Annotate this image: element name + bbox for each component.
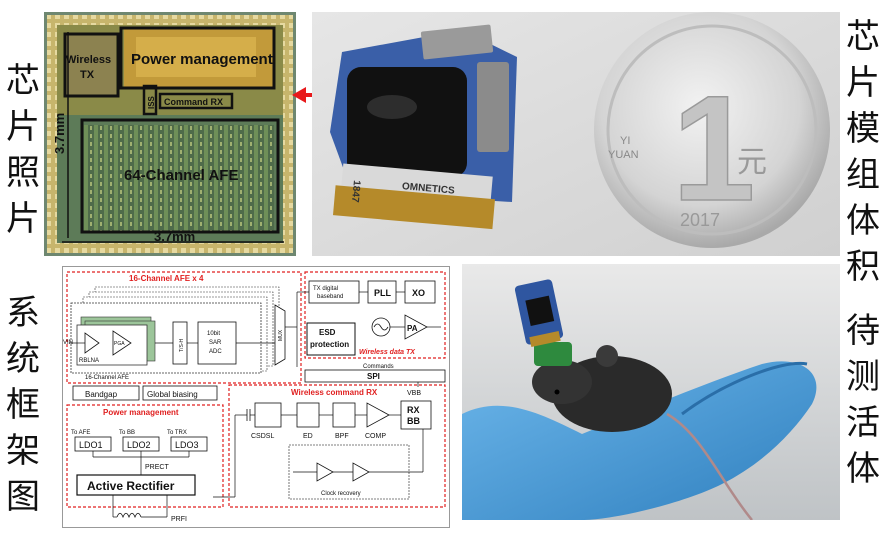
spi-label: SPI	[367, 372, 380, 381]
adc-label-2: SAR	[209, 340, 222, 346]
pll-label: PLL	[374, 288, 392, 298]
label-char: 积	[846, 247, 880, 287]
tx-baseband-label-2: baseband	[317, 294, 343, 300]
xo-label: XO	[412, 288, 425, 298]
label-char: 统	[6, 339, 40, 379]
rblna-label: RBLNA	[79, 358, 99, 364]
global-biasing-label: Global biasing	[147, 390, 198, 399]
adc-label-3: ADC	[209, 349, 222, 355]
module-coin-photo: OMNETICS 1847 1 元 YI YUAN 2017	[312, 12, 840, 256]
to-bb-label: To BB	[119, 430, 135, 436]
pa-label: PA	[407, 324, 418, 333]
gloved-hand	[462, 361, 817, 520]
pga-label: PGA	[114, 341, 125, 347]
chip-power-management-text: Power management	[131, 51, 273, 68]
adc-label-1: 10bit	[207, 331, 220, 337]
ldo3-label: LDO3	[175, 440, 199, 450]
live-test-label: 待 测 活 体	[846, 308, 880, 492]
chip-iss-text: ISS	[147, 95, 156, 109]
coin-value: 1	[672, 64, 755, 232]
chip-height-label: 3.7mm	[52, 113, 67, 154]
chip-command-rx-text: Command RX	[164, 97, 223, 107]
label-char: 片	[846, 63, 880, 103]
rxbb-label-2: BB	[407, 416, 420, 426]
label-char: 芯	[846, 17, 880, 57]
power-management-title: Power management	[103, 408, 179, 417]
wireless-tx-title: Wireless data TX	[359, 349, 416, 356]
system-arch-label: 系 统 框 架 图	[6, 290, 40, 520]
system-architecture-diagram: 16-Channel AFE x 4 16-Channel AFE RBLNA …	[62, 266, 450, 528]
vin-label: VIN	[63, 340, 73, 346]
esd-label-1: ESD	[319, 328, 336, 337]
prect-label: PRECT	[145, 464, 169, 471]
module-epoxy	[347, 67, 467, 177]
ed-label: ED	[303, 433, 313, 440]
label-char: 体	[846, 449, 880, 489]
connector-number: 1847	[349, 180, 362, 204]
connector-pins	[332, 163, 495, 230]
label-char: 图	[6, 477, 40, 517]
label-char: 活	[846, 403, 880, 443]
coin-year: 2017	[680, 210, 720, 230]
label-char: 片	[6, 107, 40, 147]
commands-label: Commands	[363, 364, 394, 370]
label-char: 照	[6, 153, 40, 193]
chip-afe-text: 64-Channel AFE	[124, 167, 238, 184]
ldo2-label: LDO2	[127, 440, 151, 450]
afe-region	[84, 125, 274, 233]
clock-recovery-label: Clock recovery	[321, 491, 361, 497]
label-char: 框	[6, 385, 40, 425]
vbb-label: VBB	[407, 390, 421, 397]
tsh-label: T/S-H	[179, 339, 185, 352]
label-char: 测	[846, 357, 880, 397]
chip-photo-label: 芯 片 照 片	[6, 58, 40, 242]
label-char: 片	[6, 199, 40, 239]
wireless-rx-title: Wireless command RX	[291, 388, 378, 397]
rxbb-label-1: RX	[407, 405, 420, 415]
live-test-photo	[462, 264, 840, 520]
bandgap-label: Bandgap	[85, 390, 118, 399]
headstage-wrap	[534, 342, 572, 366]
to-trx-label: To TRX	[167, 430, 187, 436]
label-char: 体	[846, 201, 880, 241]
label-char: 系	[6, 293, 40, 333]
to-afe-label: To AFE	[71, 430, 90, 436]
inductor-icon	[116, 512, 142, 519]
chip-wireless-tx-text2: TX	[80, 69, 95, 81]
coin	[594, 12, 830, 248]
tx-baseband-label-1: TX digital	[313, 286, 338, 292]
label-char: 芯	[6, 61, 40, 101]
wireless-tx-region	[64, 34, 116, 96]
coin-yi: YI	[620, 135, 630, 147]
coin-yuan: YUAN	[608, 149, 639, 161]
chip-photo: Wireless TX Power management ISS Command…	[44, 12, 296, 256]
mux-label: MUX	[278, 329, 284, 341]
label-char: 模	[846, 109, 880, 149]
label-char: 架	[6, 431, 40, 471]
prfi-label: PRFI	[171, 516, 187, 523]
csdsl-label: CSDSL	[251, 433, 274, 440]
label-char: 待	[846, 311, 880, 351]
chip-width-label: 3.7mm	[154, 229, 195, 244]
label-char: 组	[846, 155, 880, 195]
comp-label: COMP	[365, 433, 386, 440]
active-rectifier-label: Active Rectifier	[87, 479, 175, 493]
bpf-label: BPF	[335, 433, 349, 440]
esd-label-2: protection	[310, 340, 349, 349]
module-size-label: 芯 片 模 组 体 积	[846, 14, 880, 290]
afe-single-label: 16-Channel AFE	[85, 375, 129, 381]
chip-wireless-tx-text: Wireless	[66, 54, 111, 66]
connector-label: OMNETICS	[402, 181, 456, 197]
ldo1-label: LDO1	[79, 440, 103, 450]
afe-group-title: 16-Channel AFE x 4	[129, 274, 204, 283]
coin-unit: 元	[737, 146, 767, 179]
